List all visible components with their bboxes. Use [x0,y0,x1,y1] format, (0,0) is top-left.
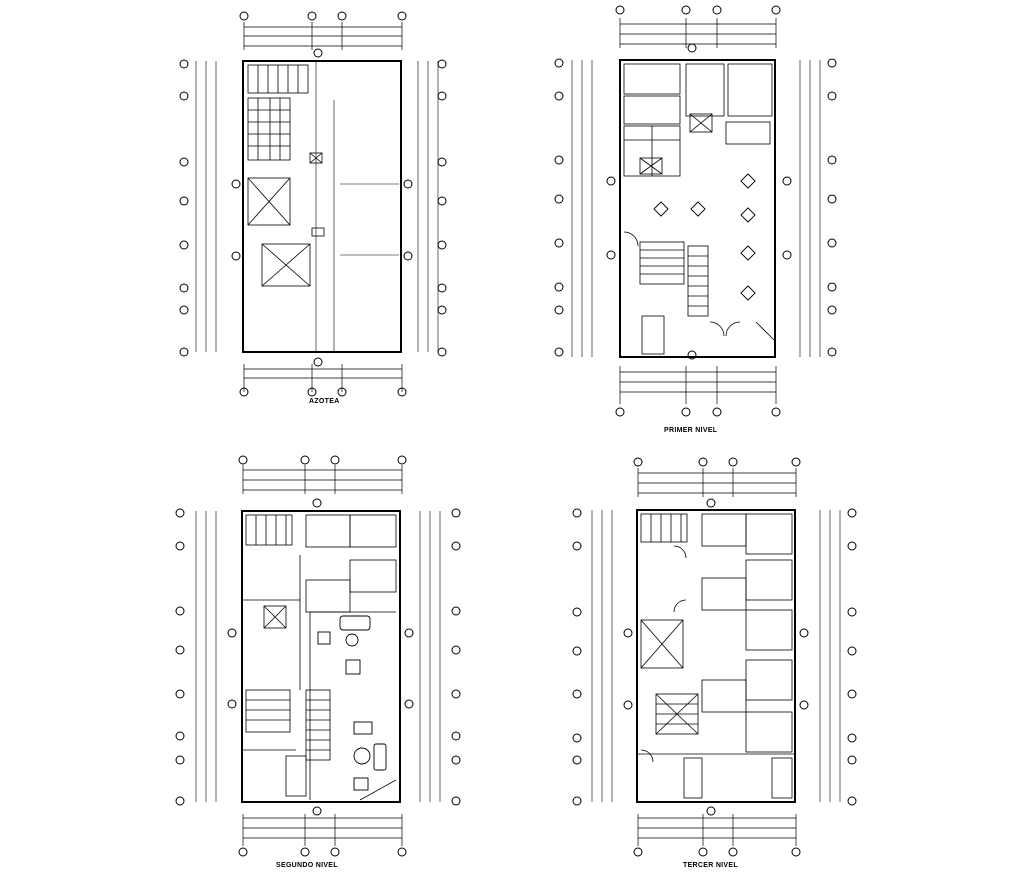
grid-bubbles-top [239,11,407,21]
living-furniture [317,615,387,791]
grid-bubbles-bottom [239,387,407,397]
dining-tables [653,173,756,301]
rooms [242,514,397,801]
section-markers [231,48,413,367]
building-outline [619,59,776,358]
grid-bubbles-right [451,508,461,806]
dimension-lines-bottom [243,364,403,392]
building-outline [242,60,402,353]
grid-bubbles-bottom [238,847,407,857]
building-outline [241,510,401,803]
dimension-lines-sides [571,60,821,357]
service-rooms [623,63,773,177]
grid-bubbles-bottom [615,407,781,417]
grid-bubbles-top [615,5,781,15]
grid-bubbles-right [847,508,857,806]
plan-title-tercer-nivel: TERCER NIVEL [683,862,738,869]
grid-bubbles-left [554,58,564,357]
section-markers [606,43,792,360]
grid-bubbles-right [827,58,837,357]
grid-bubbles-right [437,59,447,357]
light-well [247,152,325,287]
plan-segundo-nivel [175,455,461,857]
dimension-lines-top [619,18,777,48]
dimension-lines-bottom [619,366,777,404]
building-outline [636,509,796,803]
rooms [637,513,795,799]
dimension-lines-bottom [242,814,403,846]
dimension-lines-top [243,22,403,50]
plan-primer-nivel [554,5,837,417]
stair-core [247,64,309,161]
grid-bubbles-top [633,457,801,467]
grid-bubbles-bottom [633,847,801,857]
slope-lines [315,61,399,352]
plan-azotea [179,11,447,397]
section-markers [623,498,809,816]
grid-bubbles-top [238,455,407,465]
grid-bubbles-left [572,508,582,806]
dimension-lines-top [637,468,797,497]
section-markers [227,498,414,816]
dimension-lines-sides [195,511,441,802]
plan-title-segundo-nivel: SEGUNDO NIVEL [276,862,338,869]
plan-title-primer-nivel: PRIMER NIVEL [664,427,718,434]
dimension-lines-sides [195,61,439,352]
dimension-lines-sides [591,510,841,802]
dimension-lines-top [242,465,403,494]
grid-bubbles-left [179,59,189,357]
stair [623,231,775,355]
dimension-lines-bottom [637,814,797,846]
plan-tercer-nivel [572,457,857,857]
grid-bubbles-left [175,508,185,806]
plan-title-azotea: AZOTEA [309,398,340,405]
